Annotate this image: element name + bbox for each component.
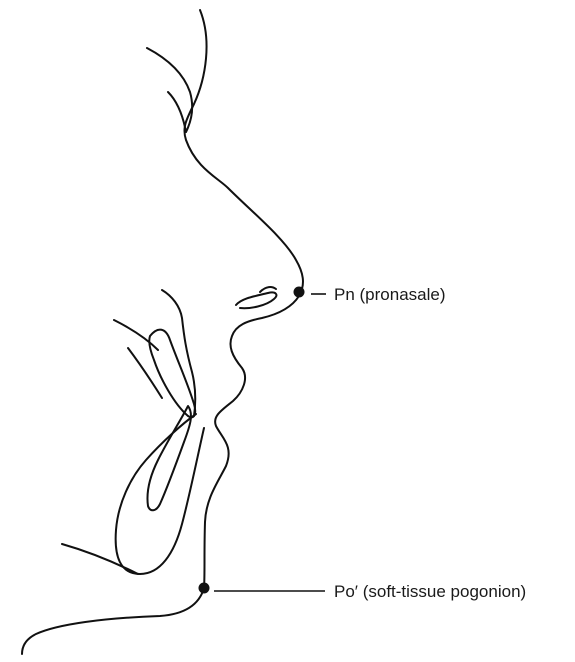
upper-incisor	[149, 330, 195, 418]
pogonion-label: Po′ (soft-tissue pogonion)	[334, 582, 526, 601]
pronasale-point	[294, 287, 305, 298]
pogonion-point	[199, 583, 210, 594]
pronasale-label: Pn (pronasale)	[334, 285, 446, 304]
soft-tissue-profile-outline	[22, 10, 303, 654]
mandible-symphysis	[116, 414, 204, 574]
nasal-ala	[236, 292, 276, 308]
nostril-hook	[260, 287, 276, 292]
lower-jaw-border	[62, 544, 138, 574]
septal-line	[128, 348, 162, 398]
eyelid-crease	[147, 48, 192, 132]
maxilla-outline	[162, 290, 195, 416]
